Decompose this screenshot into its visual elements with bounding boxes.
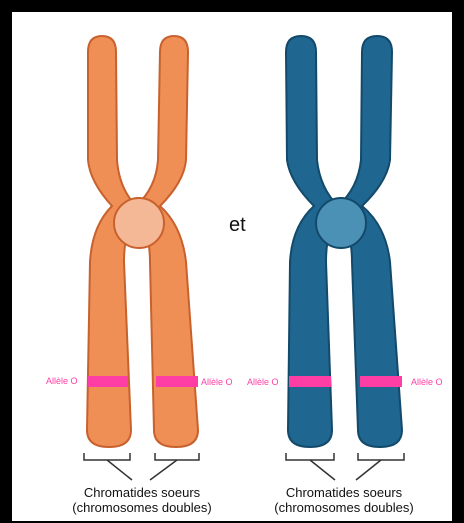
left-caption: Chromatides soeurs (chromosomes doubles) (52, 485, 232, 515)
right-caption: Chromatides soeurs (chromosomes doubles) (254, 485, 434, 515)
left-brackets (84, 453, 199, 480)
blue-chromosome (286, 36, 402, 447)
orange-allele-band-left (88, 376, 128, 387)
allele-label: Allèle O (201, 377, 233, 387)
allele-label: Allèle O (411, 377, 443, 387)
orange-allele-band-right (156, 376, 198, 387)
caption-line: (chromosomes doubles) (52, 500, 232, 515)
orange-chromosome (87, 36, 198, 447)
connector-word: et (229, 214, 246, 237)
allele-label: Allèle O (46, 376, 78, 386)
caption-line: (chromosomes doubles) (254, 500, 434, 515)
right-brackets (286, 453, 404, 480)
blue-allele-band-left (289, 376, 331, 387)
blue-allele-band-right (360, 376, 402, 387)
caption-line: Chromatides soeurs (52, 485, 232, 500)
caption-line: Chromatides soeurs (254, 485, 434, 500)
orange-centromere (114, 198, 164, 248)
allele-label: Allèle O (247, 377, 279, 387)
blue-centromere (316, 198, 366, 248)
